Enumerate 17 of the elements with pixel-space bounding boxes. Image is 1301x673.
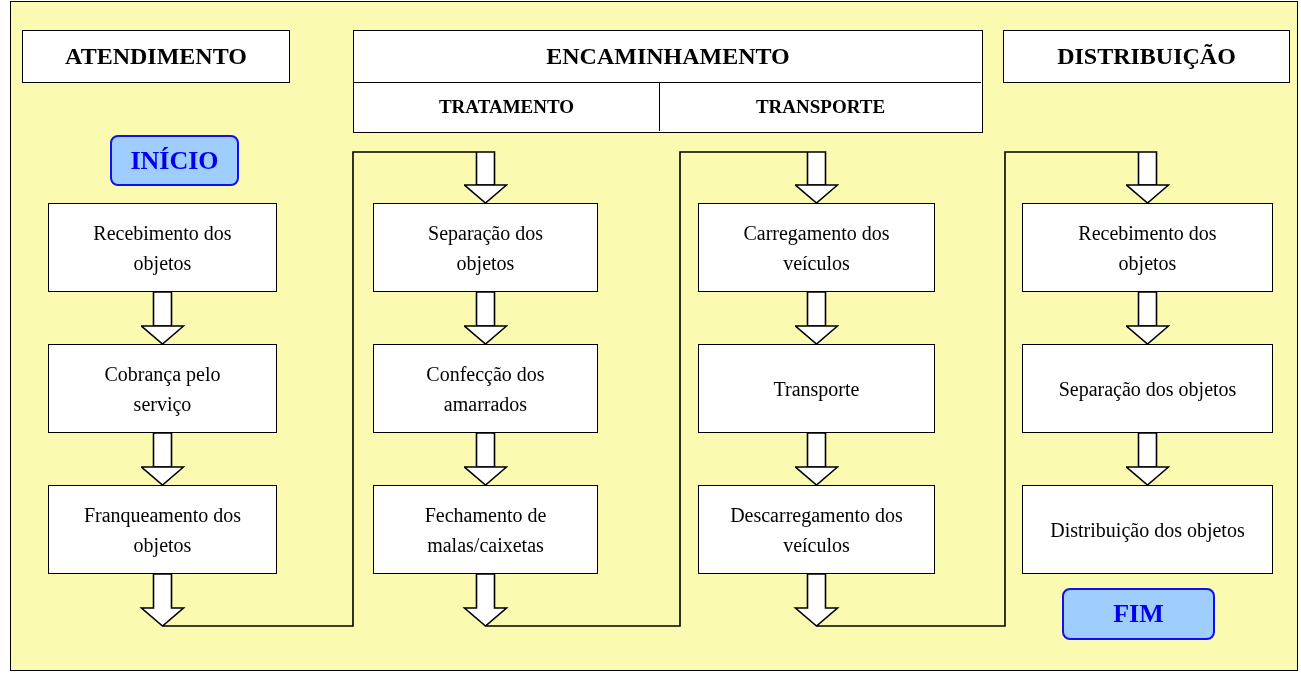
block-arrow	[1125, 432, 1170, 486]
start-terminal: INÍCIO	[110, 135, 239, 186]
connector-arrow	[793, 151, 1170, 628]
block-arrow	[140, 432, 185, 486]
section-header: DISTRIBUIÇÃO	[1003, 30, 1290, 83]
block-arrow	[463, 291, 508, 345]
block-arrow	[794, 291, 839, 345]
block-arrow	[1125, 291, 1170, 345]
block-arrow	[140, 291, 185, 345]
subsection-header: TRANSPORTE	[659, 82, 981, 131]
section-header: ATENDIMENTO	[22, 30, 290, 83]
section-header: ENCAMINHAMENTO TRATAMENTO TRANSPORTE	[353, 30, 983, 133]
end-terminal: FIM	[1062, 588, 1215, 640]
connector-arrow	[139, 151, 508, 628]
connector-arrow	[462, 151, 839, 628]
block-arrow	[794, 432, 839, 486]
block-arrow	[463, 432, 508, 486]
